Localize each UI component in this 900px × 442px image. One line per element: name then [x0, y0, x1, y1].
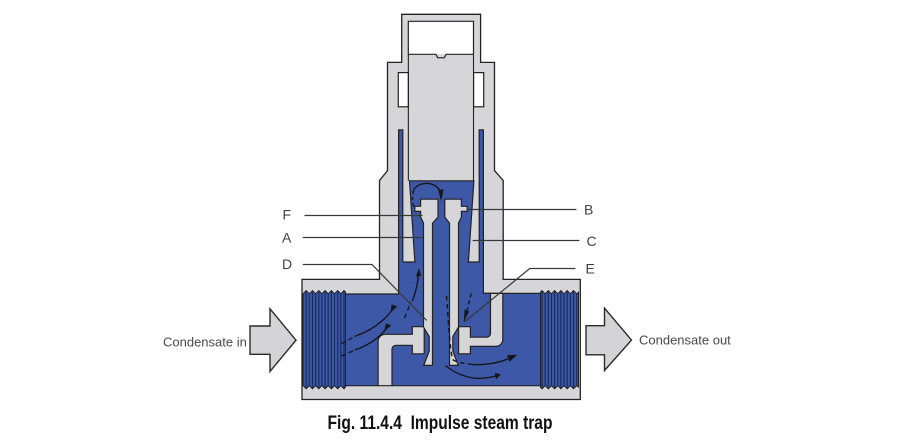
- svg-text:D: D: [282, 256, 292, 272]
- svg-text:B: B: [584, 201, 593, 217]
- svg-text:F: F: [283, 207, 292, 223]
- svg-text:A: A: [282, 229, 292, 245]
- svg-text:Condensate out: Condensate out: [639, 333, 731, 348]
- svg-text:Condensate in: Condensate in: [163, 335, 247, 350]
- svg-text:Fig. 11.4.4 Impulse steam tra: Fig. 11.4.4 Impulse steam trap: [328, 412, 553, 434]
- svg-text:E: E: [586, 261, 595, 277]
- svg-text:C: C: [587, 233, 597, 249]
